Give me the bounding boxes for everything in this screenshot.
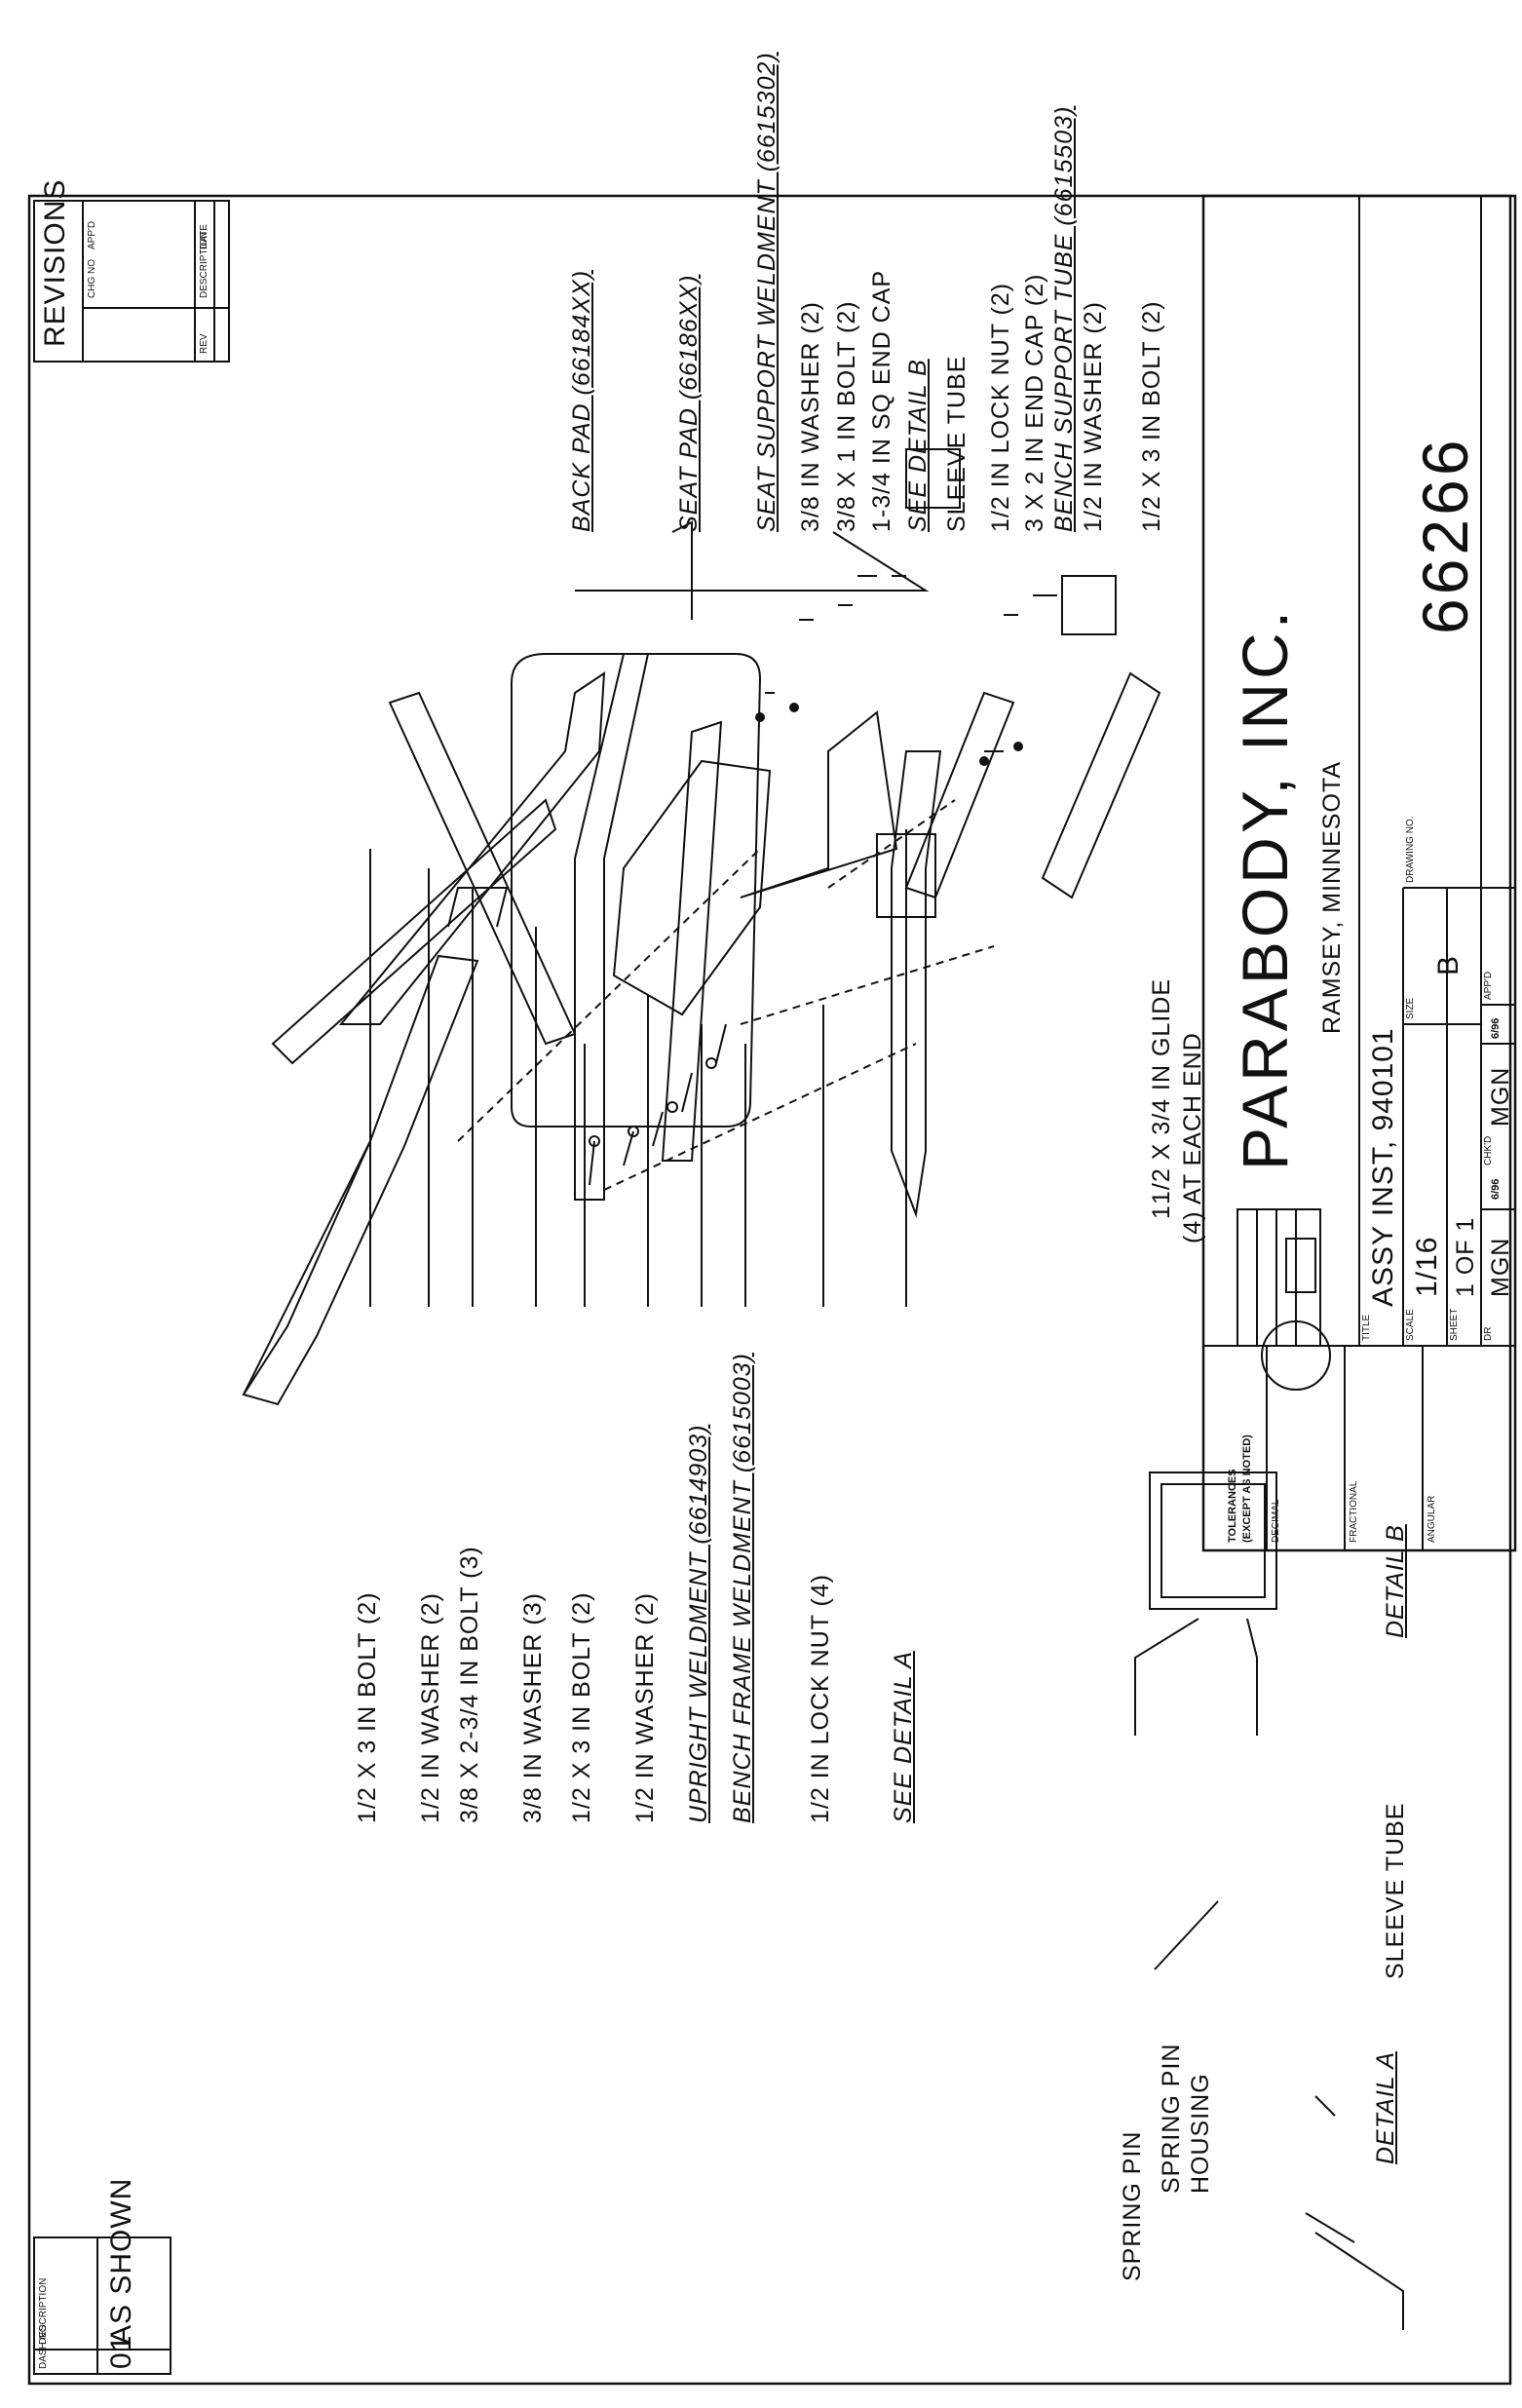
detail-b-glide-line2: AT EACH END: [1179, 1032, 1206, 1204]
revisions-block: [33, 200, 230, 363]
callout-38-washer: 3/8 IN WASHER (2): [797, 301, 824, 532]
callout-sleeve-tube: SLEEVE TUBE: [943, 355, 970, 532]
tolerances-decimal: DECIMAL: [1271, 1499, 1281, 1543]
dr-date: 6/96: [1490, 1178, 1502, 1200]
appd-label: APP'D: [1483, 971, 1494, 1000]
revisions-col-date: DATE: [199, 224, 209, 249]
scale-value: 1/16: [1411, 1236, 1443, 1297]
detail-a-spring-pin: SPRING PIN: [1119, 2130, 1146, 2281]
drawing-title: ASSY INST, 940101: [1367, 1027, 1399, 1307]
callout-seat-support: SEAT SUPPORT WELDMENT (6615302): [753, 52, 780, 532]
drawing-number: 66266: [1409, 436, 1481, 634]
callout-seat-pad: SEAT PAD (66186XX): [675, 274, 703, 532]
dr-value: MGN: [1487, 1237, 1514, 1297]
title-label: TITLE: [1361, 1314, 1372, 1341]
detail-a-title: DETAIL A: [1372, 2051, 1399, 2164]
dash-table: [33, 2236, 171, 2375]
detail-b-glide-line1: 1/2 X 3/4 IN GLIDE: [1148, 978, 1175, 1204]
back-pad: [511, 653, 762, 1128]
bench-frame-weldment: [891, 750, 942, 1218]
callout-left-12-washer-a: 1/2 IN WASHER (2): [417, 1592, 444, 1823]
callout-see-detail-b: SEE DETAIL B: [904, 359, 932, 532]
callout-left-upright: UPRIGHT WELDMENT (6614903): [685, 1424, 712, 1823]
callout-left-see-detail-a: SEE DETAIL A: [890, 1651, 917, 1823]
revisions-col-chg: CHG NO: [87, 259, 97, 298]
tolerances-angular: ANGULAR: [1427, 1495, 1437, 1543]
callout-left-12-bolt-a: 1/2 X 3 IN BOLT (2): [354, 1591, 381, 1823]
dr-label: DR: [1483, 1326, 1494, 1341]
scale-label: SCALE: [1405, 1309, 1416, 1341]
chkd-label: CHK'D: [1483, 1135, 1494, 1166]
callout-left-12-washer-b: 1/2 IN WASHER (2): [631, 1592, 659, 1823]
drawing-border: [27, 194, 1512, 2386]
callout-bench-support: BENCH SUPPORT TUBE (6615503): [1050, 105, 1078, 532]
callout-38-bolt: 3/8 X 1 IN BOLT (2): [833, 300, 860, 532]
callout-left-38-bolt: 3/8 X 2-3/4 IN BOLT (3): [456, 1546, 483, 1823]
bench-frame-drawing: [242, 448, 1161, 1406]
seat-pad: [612, 759, 772, 1016]
detail-a-housing-line2: HOUSING: [1187, 2073, 1214, 2194]
callout-12-washer: 1/2 IN WASHER (2): [1080, 301, 1107, 532]
callout-left-12-bolt-b: 1/2 X 3 IN BOLT (2): [568, 1591, 595, 1823]
company-name: PARABODY, INC.: [1229, 606, 1301, 1170]
revisions-col-rev: REV: [199, 333, 209, 354]
chkd-date: 6/96: [1490, 1017, 1502, 1039]
detail-b-sleeve-tube: SLEEVE TUBE: [1382, 1802, 1409, 1979]
revisions-title: REVISIONS: [39, 178, 71, 347]
leader-lines: [369, 520, 1258, 1970]
size-value: B: [1432, 954, 1465, 975]
chkd-value: MGN: [1487, 1066, 1514, 1127]
callout-left-38-washer: 3/8 IN WASHER (3): [519, 1592, 547, 1823]
detail-b-drawing: [1149, 1472, 1277, 1610]
tolerances-fractional: FRACTIONAL: [1349, 1480, 1359, 1543]
callout-end-cap-sq: 1-3/4 IN SQ END CAP: [868, 269, 895, 532]
company-location: RAMSEY, MINNESOTA: [1318, 760, 1346, 1034]
callout-left-12-lock-nut: 1/2 IN LOCK NUT (4): [807, 1573, 834, 1823]
dash-table-description: AS SHOWN: [105, 2177, 137, 2345]
sheet-label: SHEET: [1449, 1308, 1460, 1341]
revisions-col-appd: APP'D: [87, 220, 97, 249]
tolerances-subheader: (EXCEPT AS NOTED): [1241, 1434, 1253, 1543]
callout-back-pad: BACK PAD (66184XX): [568, 269, 595, 532]
callout-left-bench-frame: BENCH FRAME WELDMENT (6615003): [729, 1353, 756, 1823]
seat-support-weldment: [740, 710, 898, 898]
size-label: SIZE: [1405, 997, 1416, 1019]
detail-b-glide-qty2: (4): [1179, 1210, 1206, 1243]
callout-end-cap-3x2: 3 X 2 IN END CAP (2): [1021, 273, 1048, 532]
callout-12-bolt: 1/2 X 3 IN BOLT (2): [1138, 300, 1165, 532]
detail-b-title: DETAIL B: [1382, 1524, 1409, 1638]
drawing-no-label: DRAWING NO.: [1405, 816, 1416, 883]
tolerances-header: TOLERANCES: [1227, 1469, 1238, 1543]
detail-a-housing-line1: SPRING PIN: [1158, 2043, 1185, 2194]
detail-b-glide-qty1: 1: [1148, 1204, 1175, 1219]
upright-weldment: [242, 954, 479, 1406]
sheet-value: 1 OF 1: [1452, 1216, 1479, 1297]
detail-a-drawing: [1237, 1208, 1404, 2330]
dash-table-col-desc: DESCRIPTION: [38, 2277, 49, 2345]
callout-12-lock-nut: 1/2 IN LOCK NUT (2): [987, 282, 1014, 532]
bench-support-tube: [904, 691, 1015, 899]
